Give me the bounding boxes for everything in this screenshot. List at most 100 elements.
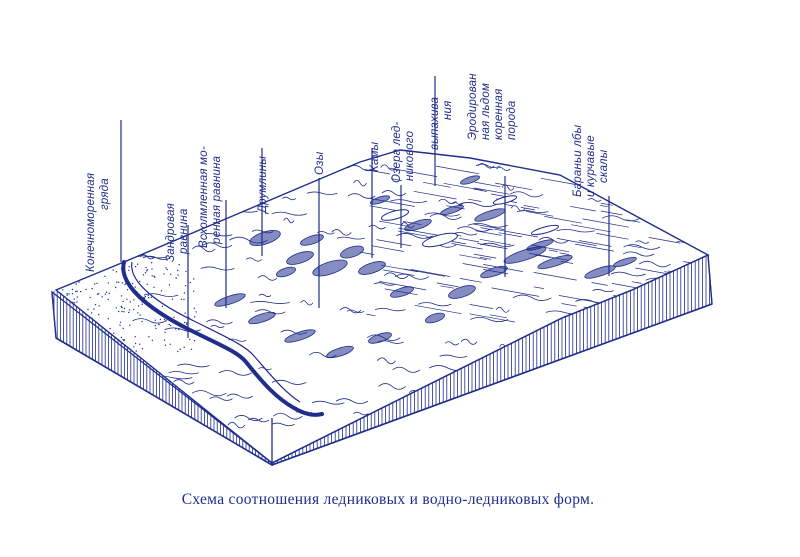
landform-hummock xyxy=(448,285,476,299)
sand-dot xyxy=(66,293,68,295)
streak xyxy=(650,210,662,214)
terrain-stroke xyxy=(417,413,451,421)
terrain-stroke xyxy=(512,294,552,301)
streak xyxy=(668,165,694,171)
terrain-stroke xyxy=(353,411,369,416)
sand-dot xyxy=(94,304,97,306)
streak xyxy=(611,283,640,289)
sand-dot xyxy=(92,326,95,328)
sand-dot xyxy=(87,308,89,311)
streak xyxy=(648,237,681,244)
terrain-stroke xyxy=(218,370,252,376)
landform-hummock xyxy=(286,251,314,265)
streak xyxy=(459,254,488,261)
sand-dot xyxy=(183,298,185,301)
terrain-stroke xyxy=(492,383,507,388)
sand-dot xyxy=(139,280,141,283)
sand-dot xyxy=(109,327,111,330)
terrain-stroke xyxy=(192,245,216,253)
sand-dot xyxy=(79,290,82,293)
sand-dot xyxy=(146,269,149,271)
terrain-stroke xyxy=(623,251,655,257)
streak xyxy=(389,167,438,177)
sand-dot xyxy=(169,343,171,345)
terrain-stroke xyxy=(583,384,606,391)
streak xyxy=(491,287,540,297)
sand-dot xyxy=(137,312,139,314)
sand-dot xyxy=(189,281,191,284)
sand-dot xyxy=(135,350,137,352)
streak xyxy=(680,236,693,240)
landform-hummock xyxy=(358,261,386,275)
streak xyxy=(371,245,404,252)
terrain-stroke xyxy=(271,379,307,385)
streak xyxy=(436,165,470,173)
streak xyxy=(495,182,533,191)
streak xyxy=(561,303,577,307)
streak xyxy=(410,269,450,277)
sand-dot xyxy=(121,282,124,284)
streak xyxy=(451,243,483,250)
streak xyxy=(556,238,597,246)
streak xyxy=(625,219,641,223)
terrain-stroke xyxy=(471,399,489,403)
sand-dot xyxy=(150,262,153,264)
terrain-stroke xyxy=(481,413,498,419)
streak xyxy=(459,278,482,283)
sand-dot xyxy=(116,281,118,283)
streak xyxy=(596,233,629,240)
sand-dot xyxy=(83,332,85,335)
streak xyxy=(379,220,408,227)
terrain-stroke xyxy=(275,175,309,180)
landform-labels: Конечноморенная гряда Зандровая равнина … xyxy=(85,73,610,272)
terrain-stroke xyxy=(550,361,589,368)
terrain-stroke xyxy=(509,191,544,198)
label-hummocky-moraine-plain: Всхолмленная мо- ренная равнина xyxy=(198,143,223,248)
sand-dot xyxy=(163,273,165,275)
sand-dot xyxy=(151,268,153,270)
streak xyxy=(569,205,596,212)
sand-dot xyxy=(59,349,62,351)
terrain-stroke xyxy=(390,199,428,203)
landform-hummock xyxy=(613,256,637,268)
sand-dot xyxy=(165,267,167,269)
terrain-stroke xyxy=(282,196,297,201)
sand-dot xyxy=(126,298,128,300)
terrain-stroke xyxy=(368,414,399,418)
sand-dot xyxy=(91,287,93,290)
sand-dot xyxy=(121,310,123,313)
streak xyxy=(520,207,535,211)
sand-dot xyxy=(119,321,122,323)
label-gouging: выпахива- ния xyxy=(429,89,454,150)
sand-dot xyxy=(62,289,64,291)
terrain-stroke xyxy=(132,318,166,324)
sand-dot xyxy=(128,311,130,314)
landform-hummock xyxy=(440,204,464,216)
sand-dot xyxy=(154,319,156,321)
sand-dot xyxy=(70,267,73,269)
block-side-face xyxy=(271,254,713,466)
sand-dot xyxy=(185,270,187,273)
streak xyxy=(379,281,427,291)
sand-dot xyxy=(70,340,72,342)
sand-dot xyxy=(164,344,167,346)
terrain-stroke xyxy=(392,366,421,373)
sand-dot xyxy=(153,275,155,277)
streak xyxy=(474,181,501,188)
landform-hummock xyxy=(480,265,508,279)
sand-dot xyxy=(106,291,108,293)
terrain-stroke xyxy=(496,387,536,391)
landform-hummock xyxy=(326,345,354,359)
terrain-stroke xyxy=(250,301,290,304)
terrain-texture xyxy=(59,163,708,433)
sand-dot xyxy=(133,308,135,311)
sand-dot xyxy=(122,300,124,303)
terrain-stroke xyxy=(418,302,452,307)
streak xyxy=(398,230,428,237)
sand-dot xyxy=(70,263,73,265)
landform-hummock xyxy=(284,329,316,343)
sand-dot xyxy=(98,305,100,307)
terrain-block xyxy=(51,149,713,467)
block-front-face xyxy=(51,290,273,467)
